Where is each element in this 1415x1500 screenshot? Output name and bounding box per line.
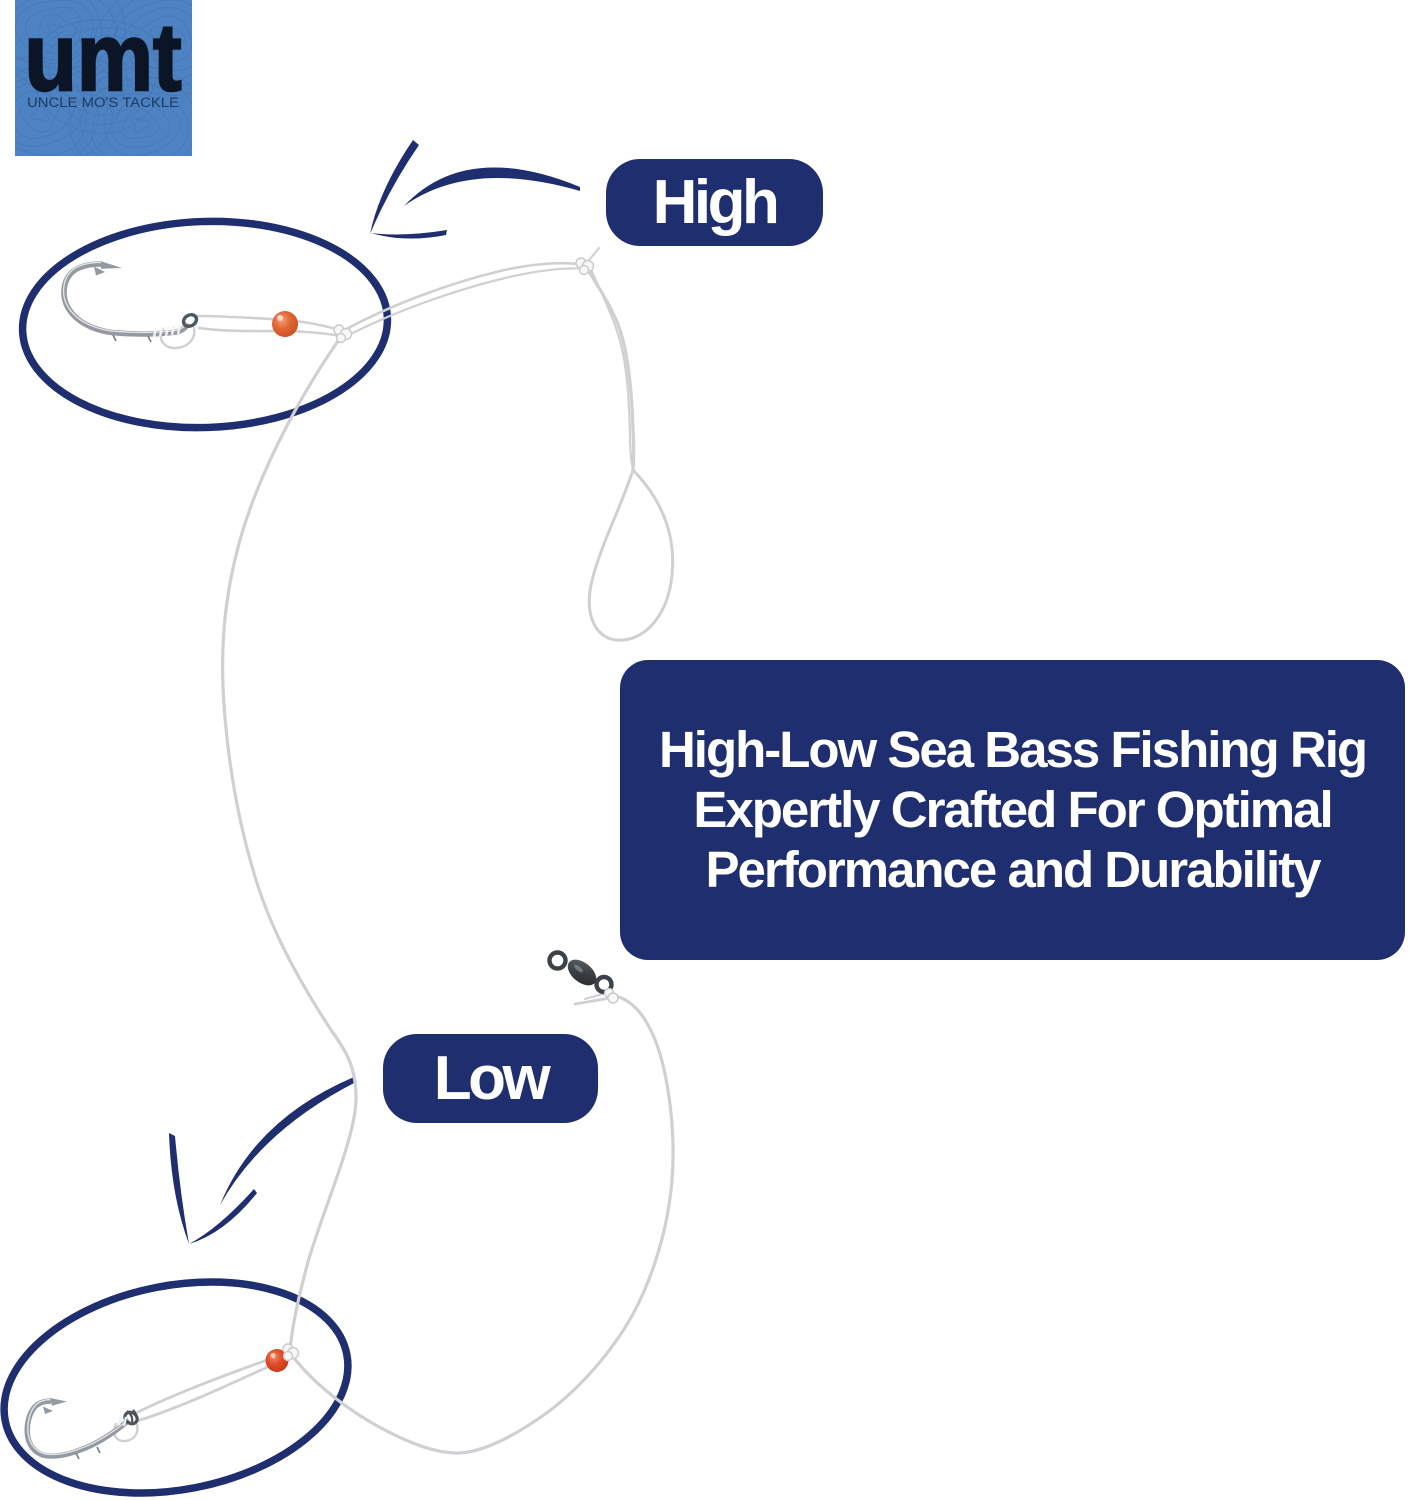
knot-to-loop-line-2 — [343, 267, 589, 339]
high-snell-wraps — [152, 324, 182, 338]
low-dropper-knot — [282, 1343, 300, 1362]
rig-line — [220, 247, 675, 1455]
high-arrow-head-short — [371, 230, 447, 239]
callout-line-1: High-Low Sea Bass Fishing Rig — [658, 721, 1368, 778]
high-hook-baitholder-barbs — [112, 334, 152, 343]
high-bead — [272, 311, 298, 337]
body-line-upper — [220, 332, 358, 1354]
high-hook-eye — [181, 313, 199, 328]
high-arrow-tail — [404, 167, 580, 206]
low-leader-line — [134, 1357, 272, 1415]
low-snell-wraps — [117, 1415, 128, 1427]
knot-to-loop-line — [341, 261, 587, 333]
high-hook-sheen — [62, 261, 189, 334]
loop-twist-line-2 — [586, 261, 635, 472]
logo-monogram: umt — [25, 4, 182, 111]
high-hook-circle-annotation — [18, 217, 392, 432]
low-arrow-tail — [220, 1077, 356, 1205]
low-leader-line-2 — [135, 1363, 274, 1423]
callout-line-2: Expertly Crafted For Optimal — [693, 781, 1333, 838]
high-leader-line-2 — [197, 326, 347, 339]
callout-line-3: Performance and Durability — [705, 841, 1321, 898]
low-label-text: Low — [433, 1044, 551, 1113]
end-loop-knot — [575, 257, 595, 276]
swivel-barrel-highlight — [574, 964, 583, 973]
high-dropper-knot — [333, 324, 353, 344]
high-arrow-head-long — [370, 140, 419, 234]
brand-logo: umt UNCLE MO'S TACKLE — [0, 0, 235, 181]
callout-box: High-Low Sea Bass Fishing Rig Expertly C… — [620, 660, 1405, 960]
end-loop — [587, 468, 675, 642]
logo-subtext: UNCLE MO'S TACKLE — [27, 95, 179, 110]
low-arrow-head-short — [189, 1189, 257, 1244]
loop-twist-line — [583, 263, 636, 472]
low-arrow — [169, 1077, 356, 1244]
body-line-lower — [288, 994, 675, 1455]
swivel-top-eye — [547, 950, 568, 971]
low-hook-sheen — [27, 1398, 131, 1456]
low-snell-knot-dark-wraps — [126, 1409, 138, 1424]
high-hook — [61, 261, 199, 343]
low-bead-highlight — [270, 1352, 276, 1359]
barrel-swivel — [547, 950, 619, 1004]
high-snell-loop — [159, 326, 196, 350]
low-hook-assembly — [24, 1343, 300, 1460]
high-bead-highlight — [277, 315, 283, 321]
logo-background — [15, 0, 192, 156]
high-label-text: High — [652, 168, 780, 237]
logo-topo-pattern — [0, 0, 235, 181]
swivel-knot — [603, 987, 619, 1004]
high-label: High — [606, 159, 823, 246]
low-hook — [24, 1398, 139, 1460]
low-label: Low — [383, 1034, 598, 1123]
low-arrow-head-long — [169, 1133, 189, 1244]
high-hook-assembly — [61, 261, 353, 350]
high-arrow — [370, 140, 580, 239]
low-hook-circle-annotation — [0, 1278, 352, 1497]
low-hook-baitholder-barbs — [75, 1446, 101, 1460]
